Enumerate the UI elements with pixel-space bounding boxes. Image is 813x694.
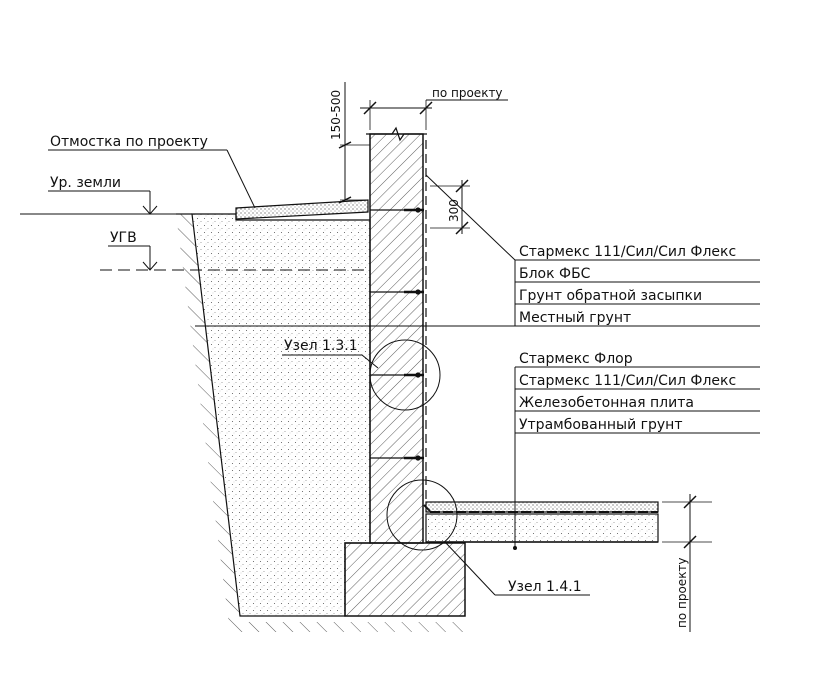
dimension-wall-thickness (360, 99, 508, 130)
label-po-proektu-top: по проекту (432, 86, 503, 100)
label-dim-150-500: 150-500 (329, 90, 343, 140)
legend-wall-item: Местный грунт (519, 310, 631, 326)
label-node-131: Узел 1.3.1 (284, 338, 358, 354)
legend-wall-leader (425, 174, 760, 326)
legend-floor-item: Стармекс Флор (519, 351, 633, 367)
legend-wall-item: Блок ФБС (519, 266, 591, 282)
foundation-cushion (344, 542, 466, 617)
legend-wall-item: Грунт обратной засыпки (519, 288, 702, 304)
floor-slab (425, 501, 659, 543)
label-otmostka: Отмостка по проекту (50, 134, 208, 150)
dimension-right-slab (662, 494, 712, 632)
label-po-proektu-right: по проекту (675, 557, 689, 628)
wall-waterproofing (404, 140, 431, 512)
callout-node-141 (386, 479, 590, 596)
level-marker-ground (48, 190, 158, 215)
blind-area (235, 199, 369, 220)
legend-floor-item: Утрамбованный грунт (519, 417, 683, 433)
label-ground-level: Ур. земли (50, 175, 121, 191)
legend-floor-leader (513, 366, 760, 550)
legend-floor-item: Железобетонная плита (519, 395, 694, 411)
label-dim-300: 300 (447, 199, 461, 222)
legend-floor-item: Стармекс 111/Сил/Сил Флекс (519, 373, 736, 389)
label-node-141: Узел 1.4.1 (508, 579, 582, 595)
ground-level-lines (20, 213, 760, 327)
legend-wall-item: Стармекс 111/Сил/Сил Флекс (519, 244, 736, 260)
label-ugv: УГВ (110, 230, 137, 246)
dimension-300 (430, 179, 470, 235)
backfill-soil (191, 213, 371, 617)
leader-otmostka (48, 149, 256, 209)
callout-node-131 (282, 339, 441, 411)
dimension-150-500 (338, 82, 370, 204)
level-marker-ugv (108, 245, 158, 271)
